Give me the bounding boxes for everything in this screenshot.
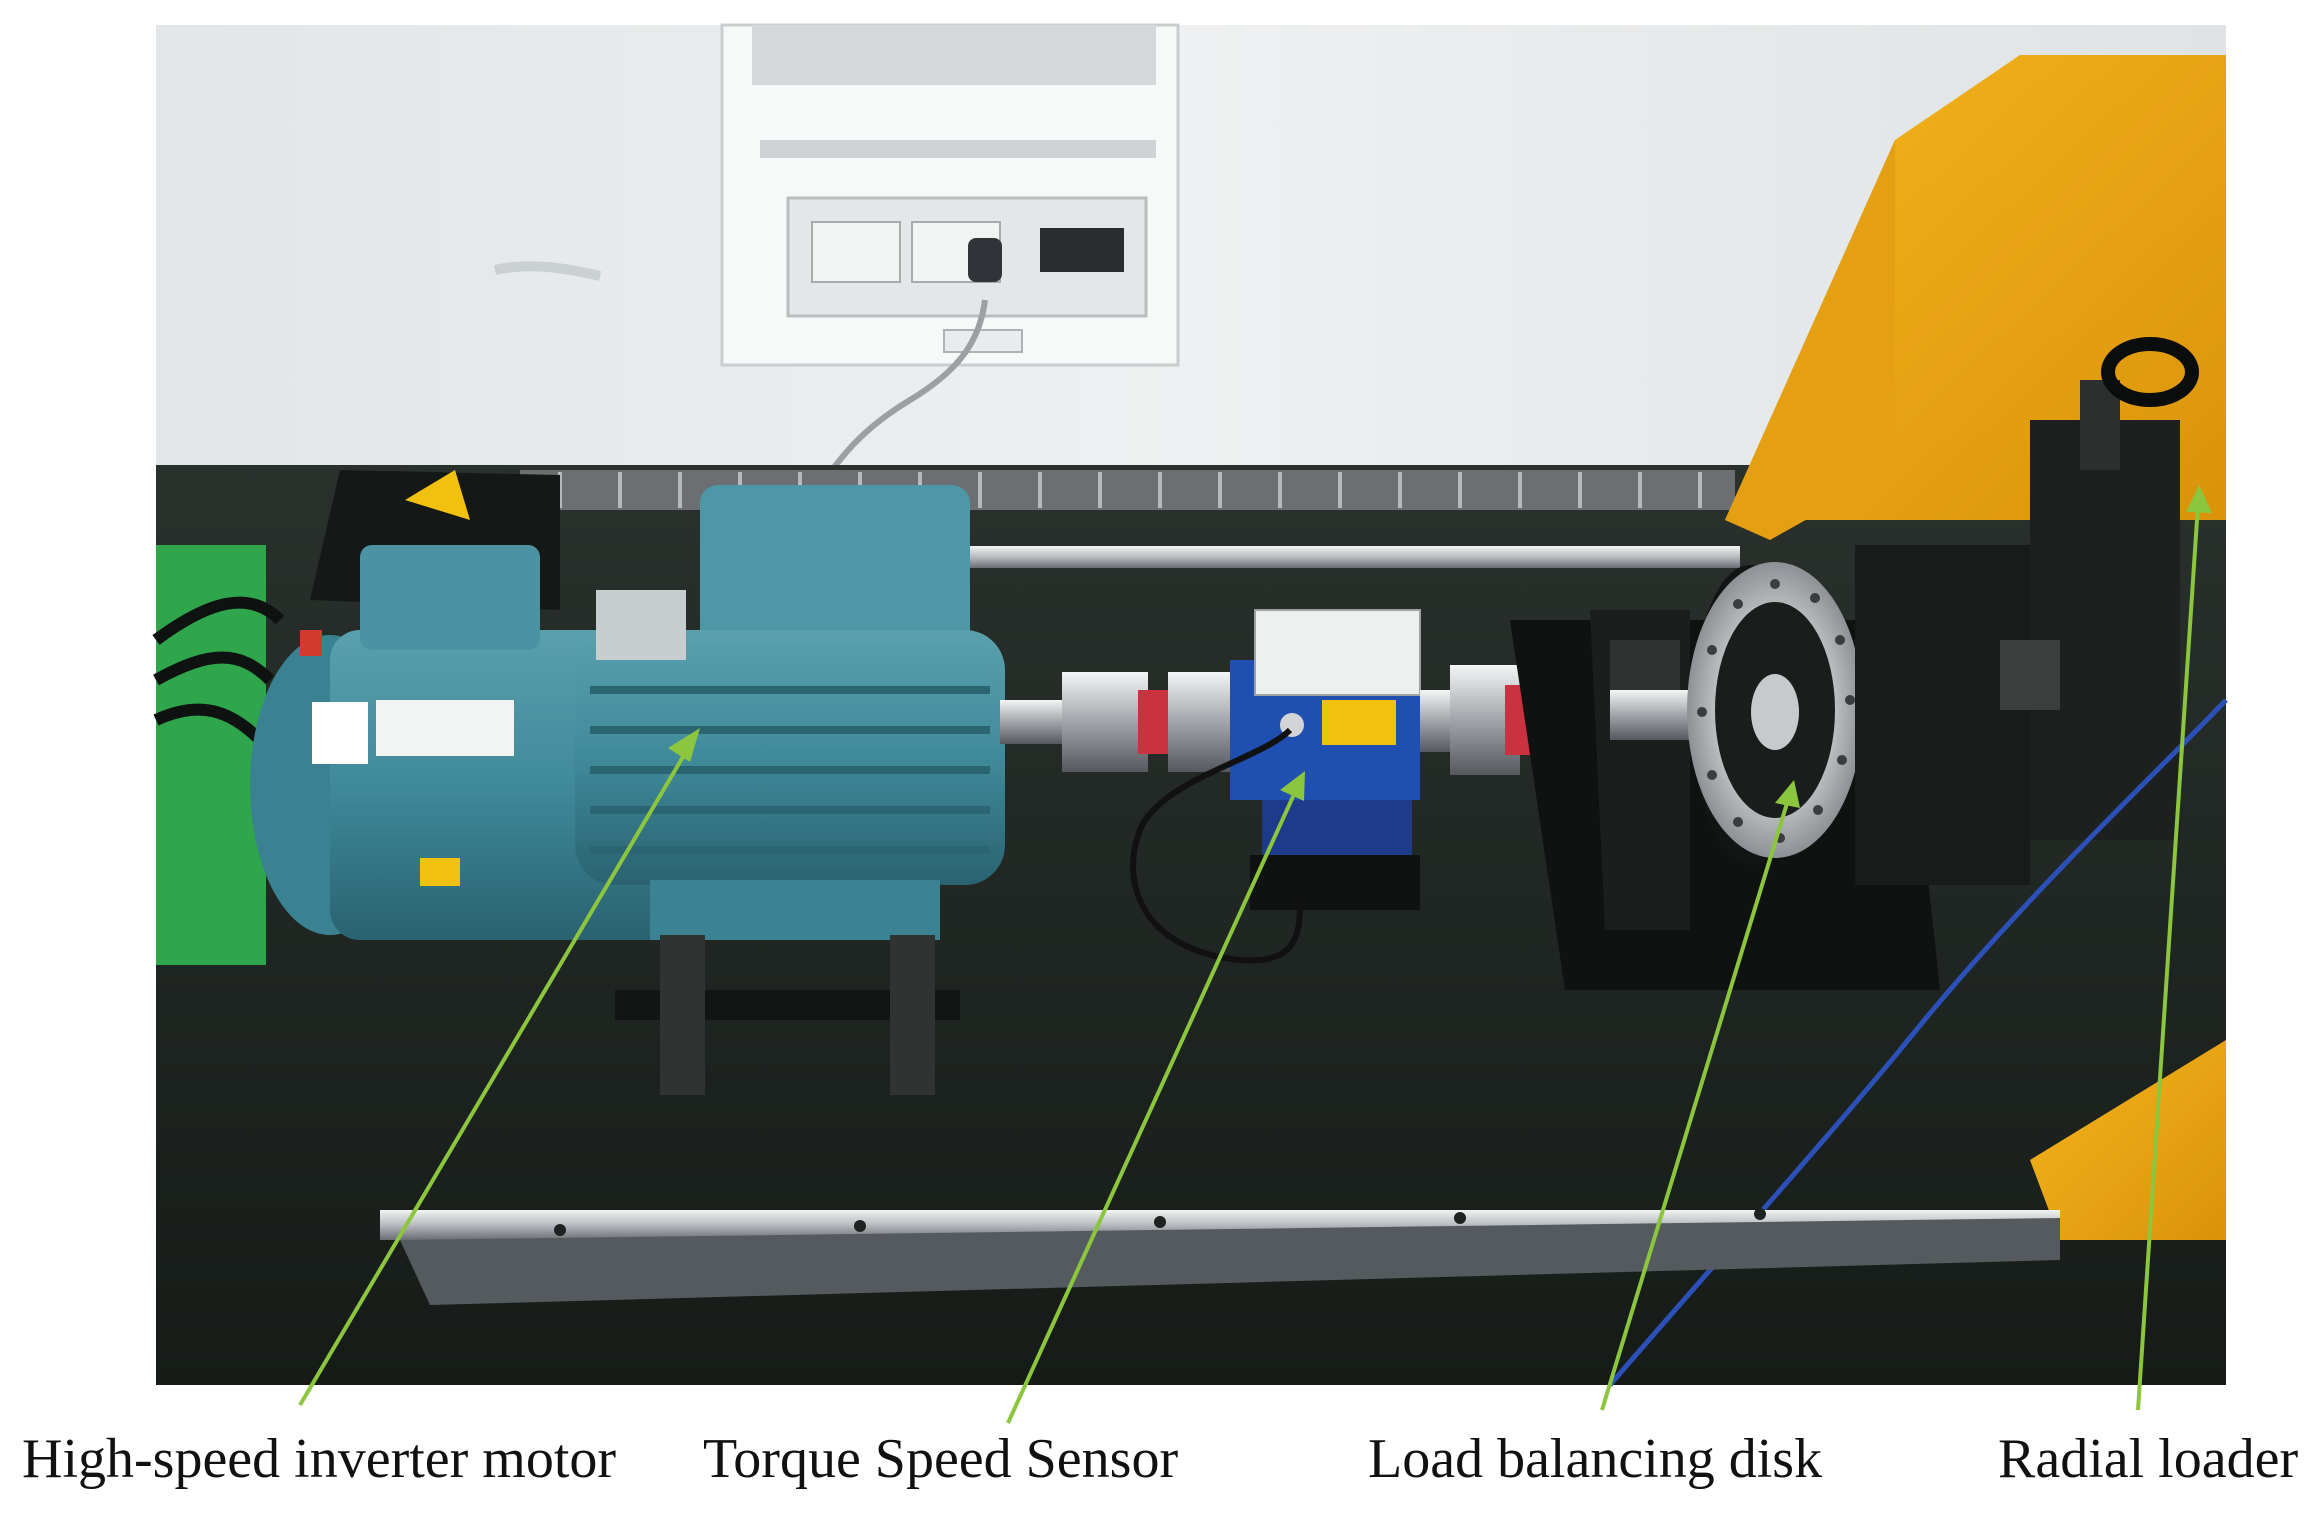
photo [152,23,2228,1387]
arrowhead-icon [668,728,700,762]
front-rail [380,1208,2060,1305]
label-torque-speed-sensor: Torque Speed Sensor [703,1428,1179,1490]
arrow-motor [298,728,700,1407]
motor-shaft [1000,700,1070,744]
coupling-left [1062,672,1232,772]
arrowhead-icon [1775,780,1800,808]
label-load-balancing-disk: Load balancing disk [1368,1428,1823,1490]
label-high-speed-inverter-motor: High-speed inverter motor [22,1428,617,1490]
arrowhead-icon [1280,771,1305,801]
wall-mark [493,261,602,281]
annotation-arrows [298,485,2212,1424]
panel-cable [829,299,988,472]
load-disk [1687,562,1863,865]
warning-label [405,470,470,520]
label-radial-loader: Radial loader [1998,1428,2299,1490]
torque-sensor [1230,609,1421,910]
green-floor [156,545,266,965]
motor [250,485,1005,1095]
radial-loader [1725,55,2226,1240]
sensor-cable [1130,727,1303,964]
blue-cable [1608,698,2228,1387]
arrow-loader [2136,485,2212,1411]
arrowhead-icon [2186,485,2212,513]
cable-bundle [152,596,285,745]
bearing-block [1590,610,1690,930]
arrow-sensor [1006,771,1305,1424]
arrow-disk [1600,780,1800,1411]
electrical-panel [720,23,1180,367]
